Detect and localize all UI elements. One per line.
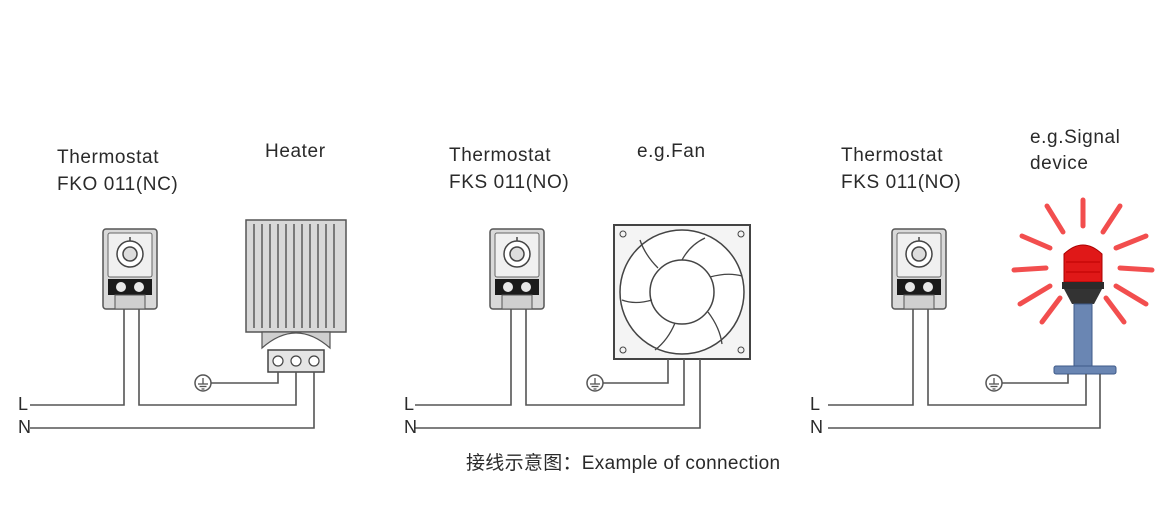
thermostat-model: FKS 011(NO) [841, 172, 962, 193]
thermostat-icon [489, 228, 545, 310]
thermostat-icon [891, 228, 947, 310]
thermostat-model: FKS 011(NO) [449, 172, 570, 193]
ground-symbol-icon [586, 374, 604, 392]
device-label: e.g.Signal [1030, 127, 1121, 148]
heater-icon [245, 219, 347, 373]
panel-heater [30, 219, 347, 429]
ground-symbol-icon [194, 374, 212, 392]
wire-label-n: N [810, 417, 823, 437]
thermostat-label: Thermostat [449, 145, 552, 166]
fan-icon [613, 224, 751, 360]
thermostat-icon [102, 228, 158, 310]
wire-label-n: N [18, 417, 31, 437]
thermostat-label: Thermostat [841, 145, 944, 166]
signal-lamp-icon [1011, 197, 1155, 375]
device-label: Heater [265, 141, 326, 162]
thermostat-label: Thermostat [57, 147, 160, 168]
panel-fan [415, 224, 751, 429]
thermostat-model: FKO 011(NC) [57, 174, 179, 195]
wire-label-l: L [810, 394, 821, 414]
diagram-caption: 接线示意图：Example of connection [466, 453, 781, 474]
device-label-line2: device [1030, 153, 1089, 174]
device-label: e.g.Fan [637, 141, 706, 162]
wire-label-l: L [404, 394, 415, 414]
panel-signal [828, 197, 1155, 429]
wire-label-l: L [18, 394, 29, 414]
wire-label-n: N [404, 417, 417, 437]
ground-symbol-icon [985, 374, 1003, 392]
